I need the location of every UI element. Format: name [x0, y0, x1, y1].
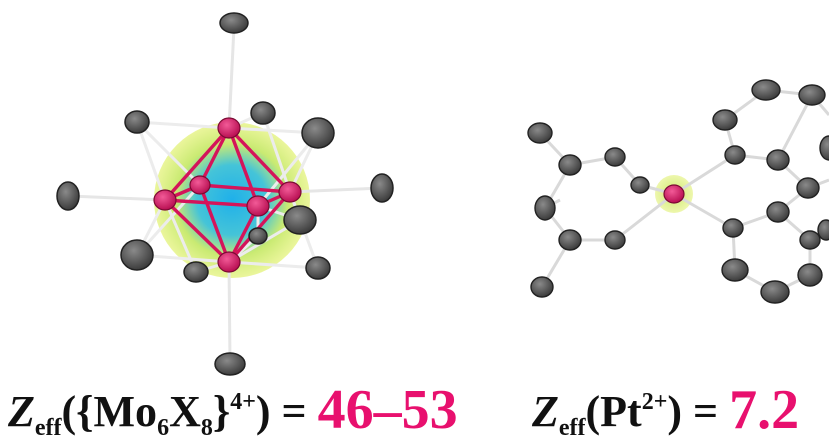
halide-atom: [250, 101, 276, 125]
carbon-atom: [799, 230, 821, 250]
carbon-atom: [712, 109, 738, 131]
mo-atom: [217, 117, 241, 139]
apical-atom-left: [56, 181, 80, 211]
carbon-atoms: [527, 79, 829, 304]
carbon-atom: [527, 122, 553, 144]
carbon-atom: [722, 218, 744, 238]
carbon-atom: [724, 145, 746, 165]
carbon-atom: [751, 79, 781, 101]
right-zeff-caption: Zeff(Pt2+) = 7.2: [532, 382, 799, 441]
close-paren-equals: ) =: [667, 387, 730, 436]
mo6x8-cluster: [56, 12, 394, 376]
carbon-atom: [760, 280, 790, 304]
carbon-atom: [558, 229, 582, 251]
halide-atom: [305, 256, 331, 280]
mo-subscript: 6: [157, 415, 170, 441]
apical-bonds: [69, 26, 383, 363]
apical-atom-bottom: [214, 352, 246, 376]
halide-atom: [124, 110, 150, 134]
pt-atom: [663, 184, 685, 204]
mo-atoms: [153, 117, 302, 273]
carbon-atom: [721, 258, 749, 282]
zeff-subscript: eff: [558, 415, 586, 441]
mo-atom: [246, 195, 270, 217]
zeff-symbol: Z: [532, 387, 559, 436]
carbon-atom: [604, 230, 626, 250]
carbon-atom: [604, 147, 626, 167]
apical-atom-top: [219, 12, 249, 34]
zeff-symbol: Z: [8, 387, 35, 436]
halide-atom: [283, 205, 317, 235]
apical-atom-right: [370, 173, 394, 203]
zeff-value: 46–53: [317, 379, 458, 441]
formula-open: (Pt: [585, 387, 642, 436]
halide-atom: [183, 261, 209, 283]
formula-open: ({Mo: [61, 387, 158, 436]
x-symbol: X: [169, 387, 201, 436]
carbon-atom: [796, 177, 820, 199]
charge-superscript: 4+: [230, 389, 256, 415]
halide-atoms: [56, 12, 394, 376]
halide-atom: [301, 117, 335, 149]
mo-atom: [278, 181, 302, 203]
halide-atom: [248, 227, 268, 245]
carbon-atom: [819, 135, 829, 161]
halide-atom: [120, 239, 154, 271]
carbon-atom: [798, 84, 826, 106]
carbon-atom: [630, 176, 650, 194]
pt-complex: [527, 79, 829, 304]
mo-atom: [189, 175, 211, 195]
carbon-atom: [817, 219, 829, 241]
carbon-atom: [534, 195, 556, 221]
carbon-atom: [766, 201, 790, 223]
mo-atom: [153, 189, 177, 211]
carbon-atom: [766, 149, 790, 171]
close-brace: }: [212, 387, 231, 436]
zeff-subscript: eff: [34, 415, 62, 441]
carbon-atom: [797, 263, 823, 287]
charge-superscript: 2+: [641, 389, 668, 415]
x-subscript: 8: [200, 415, 213, 441]
zeff-value: 7.2: [729, 379, 800, 441]
carbon-atom: [530, 276, 554, 298]
cluster-glow: [154, 122, 310, 278]
close-paren-equals: ) =: [255, 387, 318, 436]
mo-atom: [217, 251, 241, 273]
carbon-atom: [558, 154, 582, 176]
left-zeff-caption: Zeff({Mo6X8}4+) = 46–53: [8, 382, 458, 441]
